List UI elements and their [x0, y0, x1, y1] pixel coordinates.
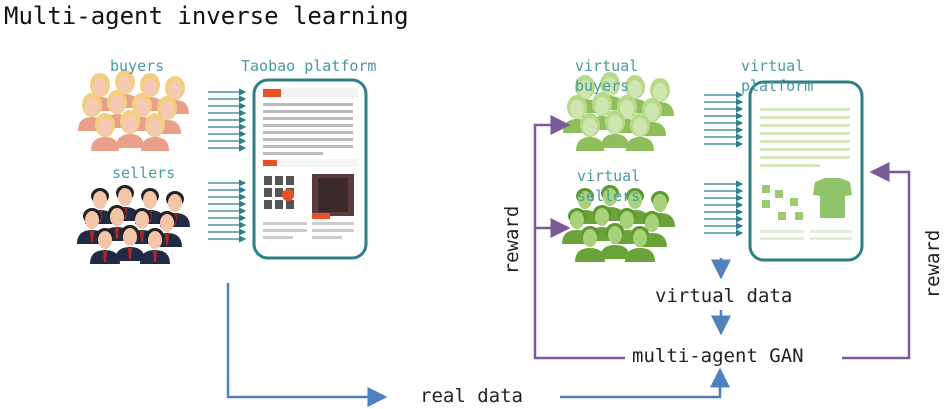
- virtual-buyers-to-platform-arrows: [704, 91, 744, 148]
- diagram-title: Multi-agent inverse learning: [4, 2, 409, 30]
- taobao-platform-label: Taobao platform: [241, 57, 377, 75]
- virtual-platform-label: virtual platform: [741, 57, 814, 95]
- virtual-data-label: virtual data: [655, 285, 793, 307]
- virtual-sellers-label: virtual sellers: [577, 167, 641, 205]
- buyers-to-platform-arrows: [208, 88, 247, 152]
- sellers-crowd-icon: [77, 185, 190, 264]
- multi-agent-gan-label: multi-agent GAN: [632, 345, 804, 367]
- reward-label-left: reward: [501, 205, 523, 275]
- taobao-platform-screen: [252, 78, 368, 260]
- virtual-sellers-to-platform-arrows: [704, 180, 744, 237]
- buyers-crowd-icon: [78, 70, 189, 151]
- virtual-buyers-label: virtual buyers: [575, 57, 639, 95]
- reward-loop-left: [533, 115, 625, 360]
- sellers-to-platform-arrows: [208, 179, 247, 243]
- sellers-label: sellers: [112, 164, 176, 182]
- virtual-platform-screen: [748, 80, 864, 262]
- arrow-platform-to-real-data: [226, 283, 388, 407]
- reward-loop-right: [842, 162, 911, 360]
- arrow-real-data-to-gan: [560, 367, 730, 399]
- reward-label-right: reward: [922, 229, 944, 299]
- real-data-label: real data: [420, 385, 523, 407]
- buyers-label: buyers: [110, 57, 165, 75]
